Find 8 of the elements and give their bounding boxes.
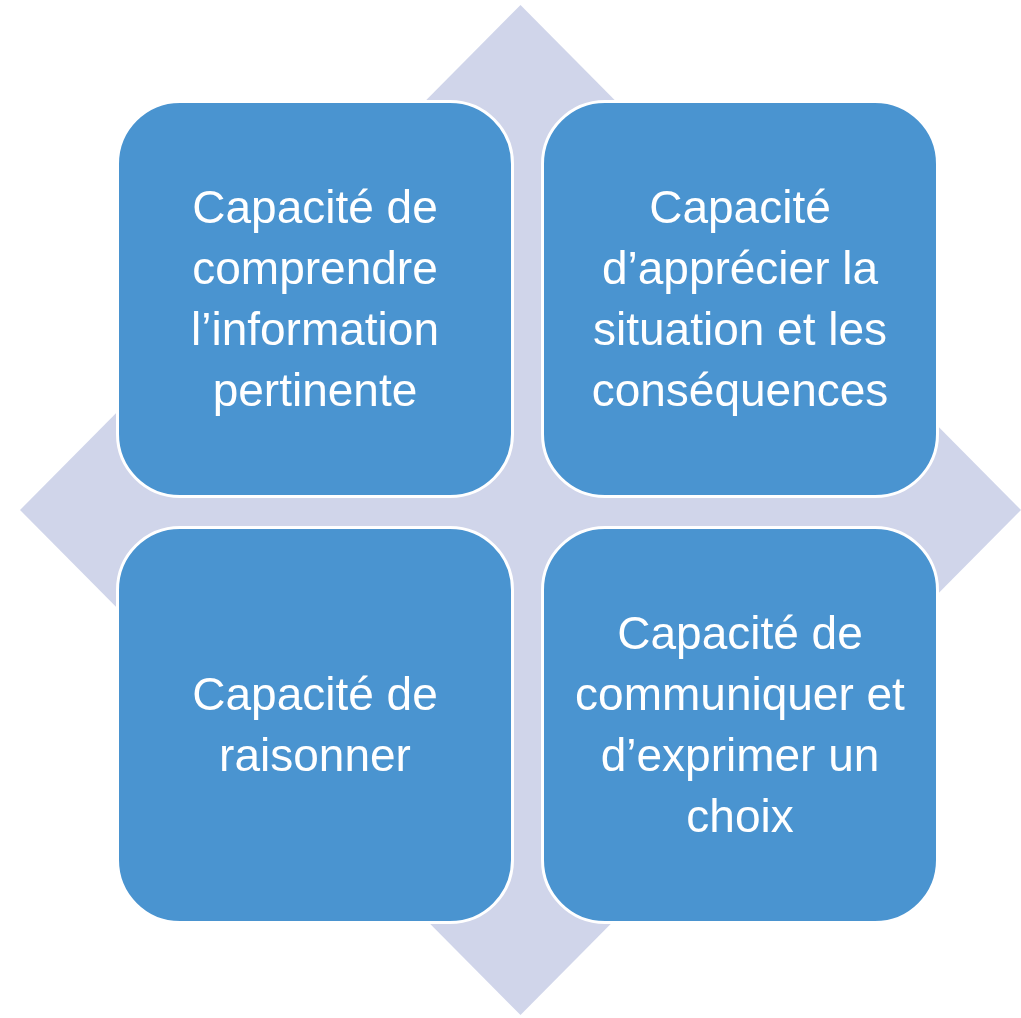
rounded-box — [116, 100, 514, 498]
rounded-box — [116, 526, 514, 924]
box-text: Capacité de comprendre l’information pertinente — [190, 180, 440, 418]
box-text: Capacité de raisonner — [191, 667, 439, 783]
rounded-box — [541, 526, 939, 924]
rounded-box — [541, 100, 939, 498]
box-text: Capacité d’apprécier la situation et les conséquences — [590, 180, 890, 418]
box-text: Capacité de communiquer et d’exprimer un choix — [574, 606, 906, 844]
